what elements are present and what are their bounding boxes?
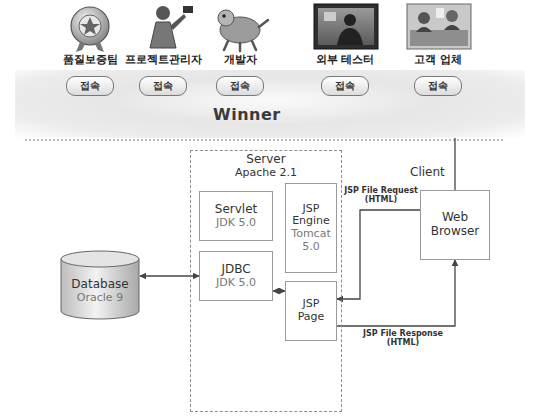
screen-window bbox=[324, 12, 336, 21]
node-subtitle: JDK 5.0 bbox=[216, 277, 256, 290]
medal-star bbox=[80, 17, 100, 35]
network-band: Winner 접속 접속 접속 접속 접속 bbox=[15, 70, 525, 138]
cylinder-top bbox=[61, 251, 139, 267]
node-title: JDBC bbox=[221, 263, 250, 277]
connector-line bbox=[273, 290, 285, 291]
connect-badge: 접속 bbox=[414, 76, 462, 96]
monitor-screen bbox=[318, 8, 374, 45]
database-cylinder: DatabaseOracle 9 bbox=[60, 250, 140, 320]
role-label: 품질보증팀 bbox=[50, 52, 130, 67]
figure-flag bbox=[183, 6, 193, 13]
manager-icon bbox=[150, 6, 193, 48]
browser-box: Web Browser bbox=[420, 190, 490, 260]
edge-label: JSP File Request (HTML) bbox=[343, 186, 419, 204]
connector-line bbox=[454, 138, 455, 190]
node-subtitle: Oracle 9 bbox=[77, 292, 123, 305]
photo-paper bbox=[436, 8, 444, 18]
node-title: JSP Engine bbox=[289, 203, 333, 228]
node-title: 접속 bbox=[428, 80, 448, 92]
node-title: 접속 bbox=[335, 80, 355, 92]
creature-head bbox=[218, 10, 234, 26]
role-label: 프로젝트관리자 bbox=[123, 52, 203, 67]
connector-line bbox=[337, 210, 420, 299]
node-title: Servlet bbox=[215, 203, 257, 217]
photo-person bbox=[446, 10, 458, 22]
node-subtitle: JDK 5.0 bbox=[216, 217, 256, 230]
person-head bbox=[344, 14, 356, 26]
role-label: 외부 테스터 bbox=[305, 52, 385, 67]
jdbc-box: JDBCJDK 5.0 bbox=[199, 251, 273, 301]
medal-disc bbox=[71, 7, 109, 45]
creature-legs bbox=[224, 20, 268, 51]
connect-badge: 접속 bbox=[66, 76, 114, 96]
server-region: ServerApache 2.1ServletJDK 5.0JSP Engine… bbox=[190, 150, 342, 412]
node-title: Server bbox=[246, 153, 285, 167]
photo-frame bbox=[407, 4, 471, 49]
role-label: 고객 업체 bbox=[398, 52, 478, 67]
medal-ribbon bbox=[76, 42, 104, 52]
network-line bbox=[25, 140, 505, 141]
client-label: Client bbox=[410, 165, 450, 179]
node-subtitle: Apache 2.1 bbox=[235, 167, 297, 180]
medal-core bbox=[79, 15, 101, 37]
connect-badge: 접속 bbox=[139, 76, 187, 96]
figure-head bbox=[156, 6, 170, 20]
connect-badge: 접속 bbox=[321, 76, 369, 96]
servlet-box: ServletJDK 5.0 bbox=[199, 191, 273, 241]
node-title: Web Browser bbox=[424, 211, 486, 239]
connector-line bbox=[337, 260, 455, 326]
node-title: Winner bbox=[213, 106, 281, 124]
developer-icon bbox=[218, 10, 268, 51]
node-title: JSP Page bbox=[289, 298, 333, 323]
node-title: Database bbox=[71, 278, 128, 292]
edge-label: JSP File Response (HTML) bbox=[362, 329, 444, 347]
tester-icon bbox=[314, 4, 378, 49]
photo-desk bbox=[410, 30, 468, 46]
engine-box: JSP EngineTomcat 5.0 bbox=[285, 183, 337, 273]
page-box: JSP Page bbox=[285, 281, 337, 341]
photo-bodies bbox=[416, 25, 460, 32]
connect-badge: 접속 bbox=[216, 76, 264, 96]
role-label: 개발자 bbox=[200, 52, 280, 67]
node-title: 접속 bbox=[153, 80, 173, 92]
node-title: 접속 bbox=[230, 80, 250, 92]
figure-arm bbox=[170, 14, 186, 30]
node-subtitle: Tomcat 5.0 bbox=[289, 228, 333, 253]
cylinder-body bbox=[61, 259, 139, 319]
creature-eye bbox=[222, 14, 226, 18]
photo-person bbox=[418, 12, 430, 24]
qa-icon bbox=[71, 7, 109, 52]
customer-icon bbox=[407, 4, 471, 49]
person-body bbox=[337, 28, 363, 45]
monitor-frame bbox=[314, 4, 378, 49]
node-title: 접속 bbox=[80, 80, 100, 92]
